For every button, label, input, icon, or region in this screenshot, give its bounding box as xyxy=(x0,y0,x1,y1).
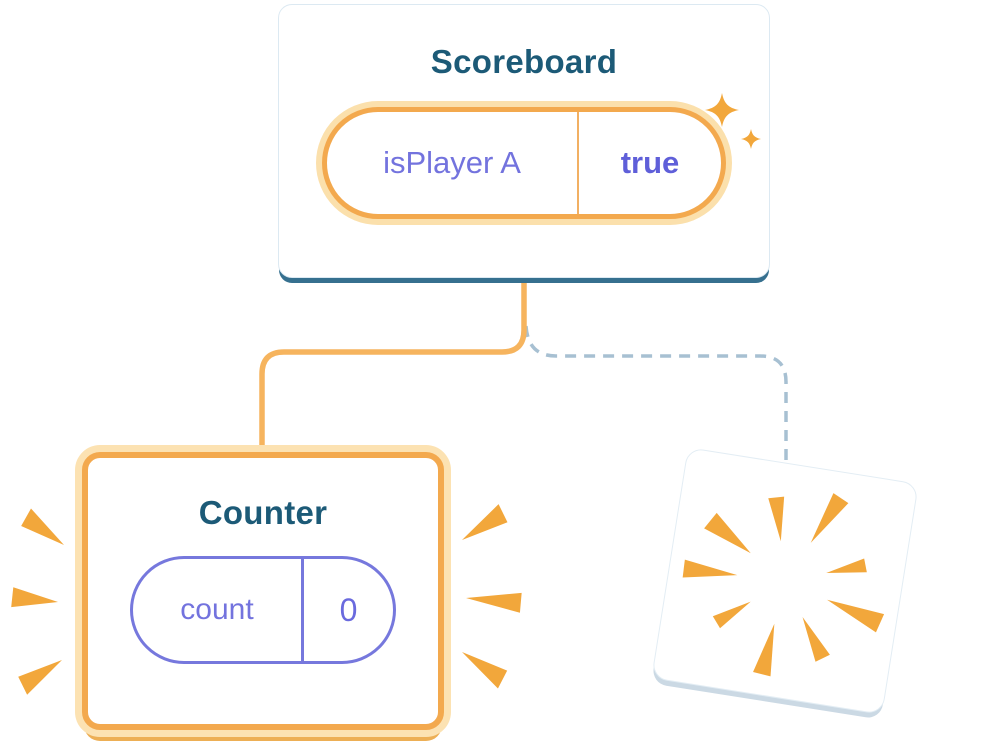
counter-state-pill: count 0 xyxy=(130,556,396,664)
counter-title: Counter xyxy=(198,494,328,531)
sparkle-icon xyxy=(741,129,761,149)
emphasis-rays-icon-right xyxy=(462,504,522,689)
count-key: count xyxy=(180,593,254,626)
pill-divider xyxy=(301,559,304,661)
pill-divider xyxy=(577,112,579,214)
state-value: true xyxy=(620,145,680,180)
destroyed-component-card xyxy=(651,447,919,715)
scoreboard-state-pill: isPlayer A true xyxy=(322,107,726,219)
state-key: isPlayer A xyxy=(383,145,521,180)
count-value: 0 xyxy=(339,591,358,628)
sparkle-icon xyxy=(705,93,739,127)
scoreboard-title: Scoreboard xyxy=(430,43,618,80)
scoreboard-card: Scoreboard isPlayer A true xyxy=(278,4,770,278)
emphasis-rays-icon-left xyxy=(11,508,64,695)
solid-connector-line xyxy=(259,278,527,450)
dashed-connector-line xyxy=(524,325,788,472)
counter-card: Counter count 0 xyxy=(82,452,444,730)
poof-burst-icon xyxy=(682,493,885,677)
